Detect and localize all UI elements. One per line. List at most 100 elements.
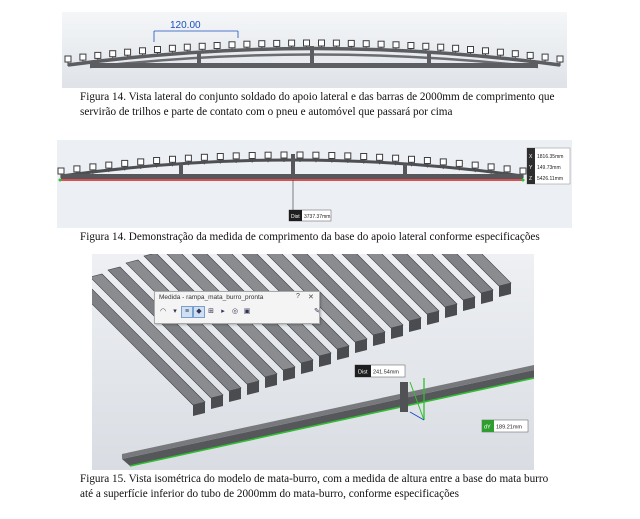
figure1-support-center [310,46,314,64]
figure1-viewport: 120.00 [62,12,567,88]
figure3-measure-diagonal [409,381,425,421]
tube-section [377,40,385,48]
measure-arc-icon[interactable]: ◠ [159,308,167,315]
rail-bar-end [481,290,493,304]
measure-tool-window[interactable]: Medida - rampa_mata_burro_pronta ? ✕ ◠ ▾… [154,291,320,324]
tube-section [437,43,445,51]
tube-section [137,158,145,166]
figure2-support-center [291,154,295,174]
tube-section [273,39,281,47]
figure3-base-beam [122,370,534,466]
readout-axis-y: Y [529,165,533,171]
figure2-support-left [179,164,183,174]
tube-section [94,51,102,59]
tube-section [105,161,113,169]
figure2-base-beam [61,174,523,179]
rail-bar-end [499,283,511,297]
figure1-tube-sections [64,39,564,66]
rail-bar-end [265,374,277,388]
tube-section [109,50,117,58]
tube-section [296,151,304,159]
figure1-dimension: 120.00 [153,20,239,42]
tube-section [487,163,495,171]
rail-bar-end [229,388,241,402]
readout-axis-z: Z [529,176,532,182]
rail-bar-end [463,297,475,311]
rail-bar-end [355,339,367,353]
tube-section [121,159,129,167]
tube-section [154,46,161,53]
figure3-dist-tag[interactable]: Dist 241.54mm [354,364,406,378]
rail-bar-end [301,360,313,374]
tube-section [467,46,474,53]
tube-section [556,55,564,63]
tube-section [258,40,266,48]
tube-section [216,153,224,160]
projection-icon[interactable]: ⊞ [208,308,214,315]
tube-section [360,153,368,160]
tube-section [503,165,511,173]
rail-bar-end [409,318,421,332]
figure3-support-post [400,382,408,412]
readout-axis-x: X [529,154,533,160]
tube-section [169,155,176,163]
figure2-dist-tag[interactable]: Dist 3737.37mm [288,209,332,222]
tube-section [496,48,504,56]
figure2-support-right [403,164,407,174]
figure2-viewport: Dist 3737.37mm X Y Z 1816.35mm 149.73mm … [57,140,572,228]
figure2-caption: Figura 14. Demonstração da medida de com… [80,231,540,243]
figure2-coordinate-readout: X Y Z 1816.35mm 149.73mm 5426.11mm [526,147,571,185]
tube-section [408,155,415,163]
tube-section [392,41,400,49]
close-button[interactable]: ✕ [308,294,314,301]
point-to-point-icon[interactable]: ◆ [193,306,205,318]
figure2-dist-value: 3737.37mm [304,214,330,220]
tube-section [541,53,549,61]
tube-section [288,39,296,47]
tube-section [312,151,320,159]
tube-section [318,39,325,47]
figure2-endpoint-left [58,178,62,182]
tube-section [232,152,240,160]
measure-toolbar: ◠ ▾ ≡ ◆ ⊞ ▸ ◎ ▣ ✎ [158,306,322,318]
tube-section [344,152,352,160]
rail-bar-end [193,402,205,416]
copy-icon[interactable]: ▣ [243,308,251,315]
history-icon[interactable]: ▸ [221,308,225,315]
tube-section [471,161,479,169]
tube-section [89,163,97,171]
rail-bar-end [319,353,331,367]
help-button[interactable]: ? [296,293,300,300]
figure3-dist-tag-label: Dist [358,370,368,376]
figure3-measure-blue [409,411,425,421]
tube-section [213,42,221,49]
tube-section [332,39,340,47]
figure3-dy-tag[interactable]: dY 189.21mm [481,419,529,433]
tube-section [526,51,534,59]
figure3-viewport: Dist 241.54mm dY 189.21mm [92,254,534,470]
rail-bar-end [247,381,259,395]
tube-section [57,167,65,175]
tube-section [153,157,161,164]
figure2-dist-tag-label: Dist [291,214,300,220]
figure3-caption: Figura 15. Vista isométrica do modelo de… [80,473,549,500]
show-xyz-icon[interactable]: ≡ [181,306,193,318]
rail-bar-end [391,325,403,339]
measure-window-title: Medida - rampa_mata_burro_pronta [159,294,264,301]
units-icon[interactable]: ▾ [173,308,177,315]
tube-section [347,39,355,47]
tube-section [200,153,208,161]
readout-y-value: 149.73mm [537,165,561,171]
figure2-drawing: Dist 3737.37mm X Y Z 1816.35mm 149.73mm … [57,140,572,228]
tube-section [184,154,192,162]
rail-bar-end [337,346,349,360]
sensor-icon[interactable]: ◎ [231,308,239,315]
tube-section [303,39,310,47]
tube-section [73,165,81,173]
tube-section [482,47,489,55]
tube-section [376,153,384,161]
figure1-dimension-label[interactable]: 120.00 [170,20,201,31]
figure1-caption: Figura 14. Vista lateral do conjunto sol… [80,91,555,118]
tube-section [439,158,447,166]
pin-icon[interactable]: ✎ [314,308,320,315]
